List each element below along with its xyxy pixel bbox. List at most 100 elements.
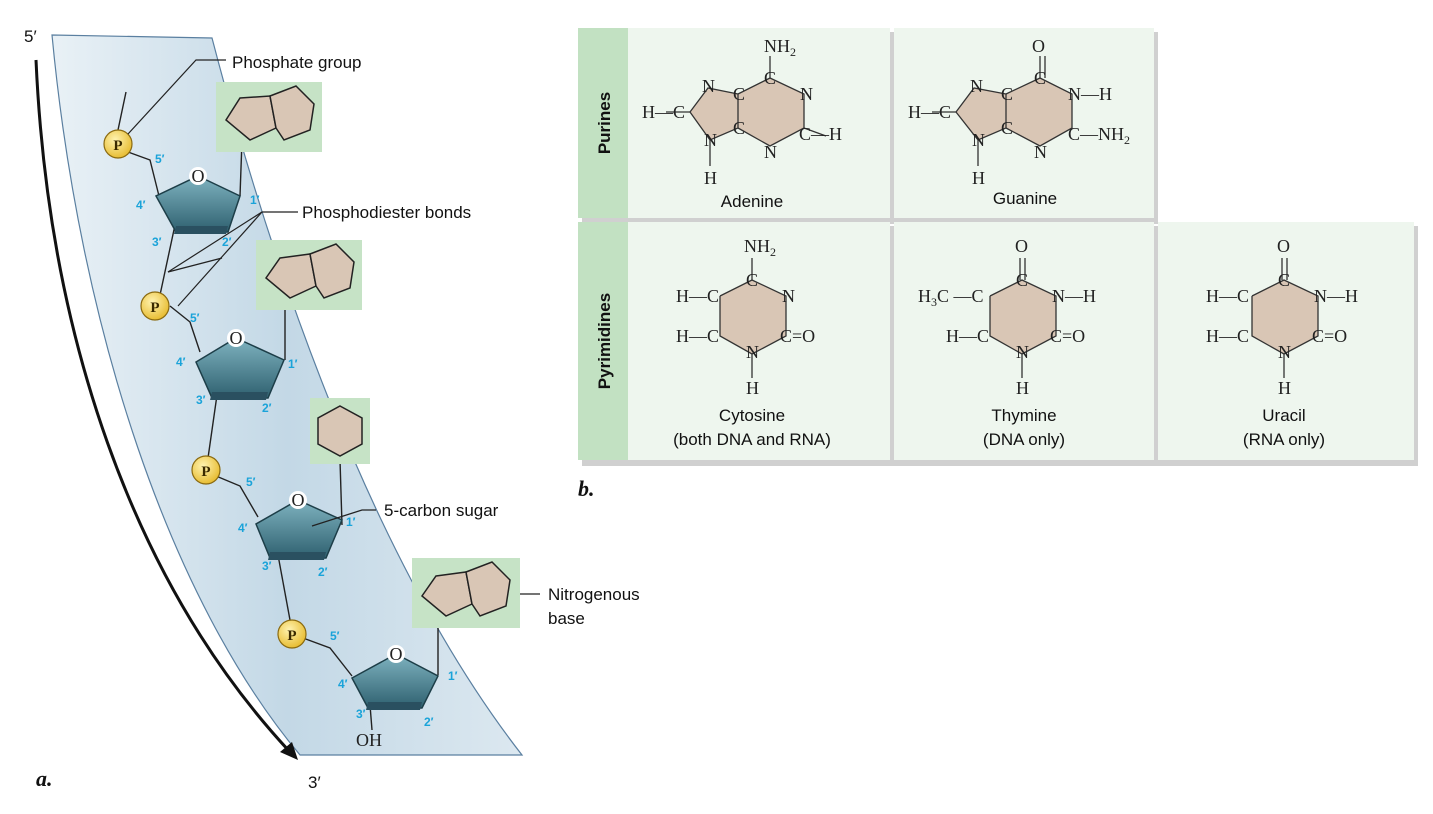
svg-text:C: C <box>1001 84 1013 104</box>
panel-a: 5′ 3′ a. <box>24 27 640 792</box>
svg-text:P: P <box>287 628 296 644</box>
nitrogenous-base-label-line1: Nitrogenous <box>548 585 640 604</box>
svg-text:H—C: H—C <box>676 286 719 306</box>
svg-text:H—C: H—C <box>1206 286 1249 306</box>
five-carbon-sugar-label: 5-carbon sugar <box>384 501 499 520</box>
nitrogenous-base-label-line2: base <box>548 609 585 628</box>
five-prime-end-label: 5′ <box>24 27 37 46</box>
purines-row-label: Purines <box>595 92 614 154</box>
guanine-structure: O H—C N C C N—H C C—NH2 N N H Guanine <box>908 36 1130 208</box>
svg-text:H: H <box>1016 378 1029 398</box>
sugar-4: O <box>350 644 439 710</box>
svg-text:1′: 1′ <box>250 193 260 207</box>
svg-text:5′: 5′ <box>190 311 200 325</box>
svg-text:1′: 1′ <box>288 357 298 371</box>
direction-arrowhead <box>280 742 298 760</box>
pyrimidines-row-label: Pyrimidines <box>595 293 614 389</box>
svg-text:N—H: N—H <box>1052 286 1096 306</box>
svg-text:N: N <box>704 130 717 150</box>
purines-header <box>578 28 628 218</box>
svg-text:2′: 2′ <box>318 565 328 579</box>
svg-text:C—H: C—H <box>799 124 842 144</box>
svg-text:4′: 4′ <box>338 677 348 691</box>
sugar-1: O <box>154 166 241 234</box>
phosphate-1: P <box>103 129 133 159</box>
svg-text:3′: 3′ <box>262 559 272 573</box>
sugar-2: O <box>195 328 285 400</box>
callout-lines <box>127 59 540 595</box>
panel-b: Purines Pyrimidines NH2 H—C N C C N C C—… <box>578 28 1418 501</box>
svg-text:C=O: C=O <box>780 326 815 346</box>
svg-text:P: P <box>201 464 210 480</box>
panel-b-label: b. <box>578 476 595 501</box>
svg-text:H—C: H—C <box>642 102 685 122</box>
svg-text:C: C <box>733 84 745 104</box>
svg-text:P: P <box>150 300 159 316</box>
adenine-structure: NH2 H—C N C C N C C—H N N H Adenine <box>642 36 842 211</box>
svg-text:2′: 2′ <box>262 401 272 415</box>
sugar-4-oxygen: O <box>390 644 403 664</box>
cytosine-name: Cytosine <box>719 406 785 425</box>
svg-text:N—H: N—H <box>1068 84 1112 104</box>
pyrimidines-header <box>578 222 628 460</box>
svg-text:5′: 5′ <box>155 152 165 166</box>
thymine-structure: O H3C —C C N—H H—C C=O N H Thymine (DNA … <box>918 236 1096 449</box>
svg-text:2′: 2′ <box>222 235 232 249</box>
svg-text:N: N <box>970 76 983 96</box>
guanine-name: Guanine <box>993 189 1057 208</box>
svg-text:H: H <box>1278 378 1291 398</box>
three-prime-end-label: 3′ <box>308 773 321 792</box>
svg-text:3′: 3′ <box>152 235 162 249</box>
phosphate-3: P <box>191 455 221 485</box>
svg-text:C: C <box>764 68 776 88</box>
svg-text:O: O <box>1032 36 1045 56</box>
svg-text:P: P <box>113 138 122 154</box>
uracil-name: Uracil <box>1262 406 1305 425</box>
sugar-3-oxygen: O <box>292 490 305 510</box>
svg-text:C: C <box>1278 270 1290 290</box>
cytosine-structure: NH2 H—C C N H—C C=O N H Cytosine (both D… <box>673 236 831 449</box>
svg-text:C: C <box>733 118 745 138</box>
svg-text:NH2: NH2 <box>764 36 796 59</box>
svg-text:4′: 4′ <box>176 355 186 369</box>
svg-text:H: H <box>704 168 717 188</box>
svg-text:5′: 5′ <box>330 629 340 643</box>
thymine-name: Thymine <box>991 406 1056 425</box>
sugar-2-oxygen: O <box>230 328 243 348</box>
svg-text:3′: 3′ <box>356 707 366 721</box>
thymine-note: (DNA only) <box>983 430 1065 449</box>
cytosine-note: (both DNA and RNA) <box>673 430 831 449</box>
svg-text:H—C: H—C <box>1206 326 1249 346</box>
svg-text:N: N <box>1016 342 1029 362</box>
svg-text:C—NH2: C—NH2 <box>1068 124 1130 147</box>
svg-text:N: N <box>702 76 715 96</box>
svg-text:C: C <box>746 270 758 290</box>
svg-text:H: H <box>972 168 985 188</box>
svg-text:N: N <box>1034 142 1047 162</box>
svg-text:C: C <box>1034 68 1046 88</box>
svg-text:5′: 5′ <box>246 475 256 489</box>
svg-text:N: N <box>782 286 795 306</box>
svg-text:1′: 1′ <box>448 669 458 683</box>
svg-text:N: N <box>746 342 759 362</box>
carbon-numbers: 5′ 4′ 1′ 3′ 2′ 5′ 4′ 1′ 3′ 2′ 5′ 4′ 1′ 3… <box>136 152 458 729</box>
svg-text:N: N <box>800 84 813 104</box>
svg-text:C=O: C=O <box>1050 326 1085 346</box>
svg-text:O: O <box>1277 236 1290 256</box>
terminal-oh: OH <box>356 730 382 750</box>
svg-text:H—C: H—C <box>676 326 719 346</box>
uracil-note: (RNA only) <box>1243 430 1325 449</box>
base-rings <box>225 85 511 617</box>
phosphate-4: P <box>277 619 307 649</box>
svg-text:H: H <box>746 378 759 398</box>
svg-text:O: O <box>1015 236 1028 256</box>
sugar-3: O <box>255 490 343 560</box>
phosphate-2: P <box>140 291 170 321</box>
svg-text:NH2: NH2 <box>744 236 776 259</box>
direction-arrow <box>34 59 292 754</box>
adenine-name: Adenine <box>721 192 783 211</box>
svg-text:N—H: N—H <box>1314 286 1358 306</box>
phosphate-group-label: Phosphate group <box>232 53 362 72</box>
uracil-structure: O H—C C N—H H—C C=O N H Uracil (RNA only… <box>1206 236 1358 449</box>
